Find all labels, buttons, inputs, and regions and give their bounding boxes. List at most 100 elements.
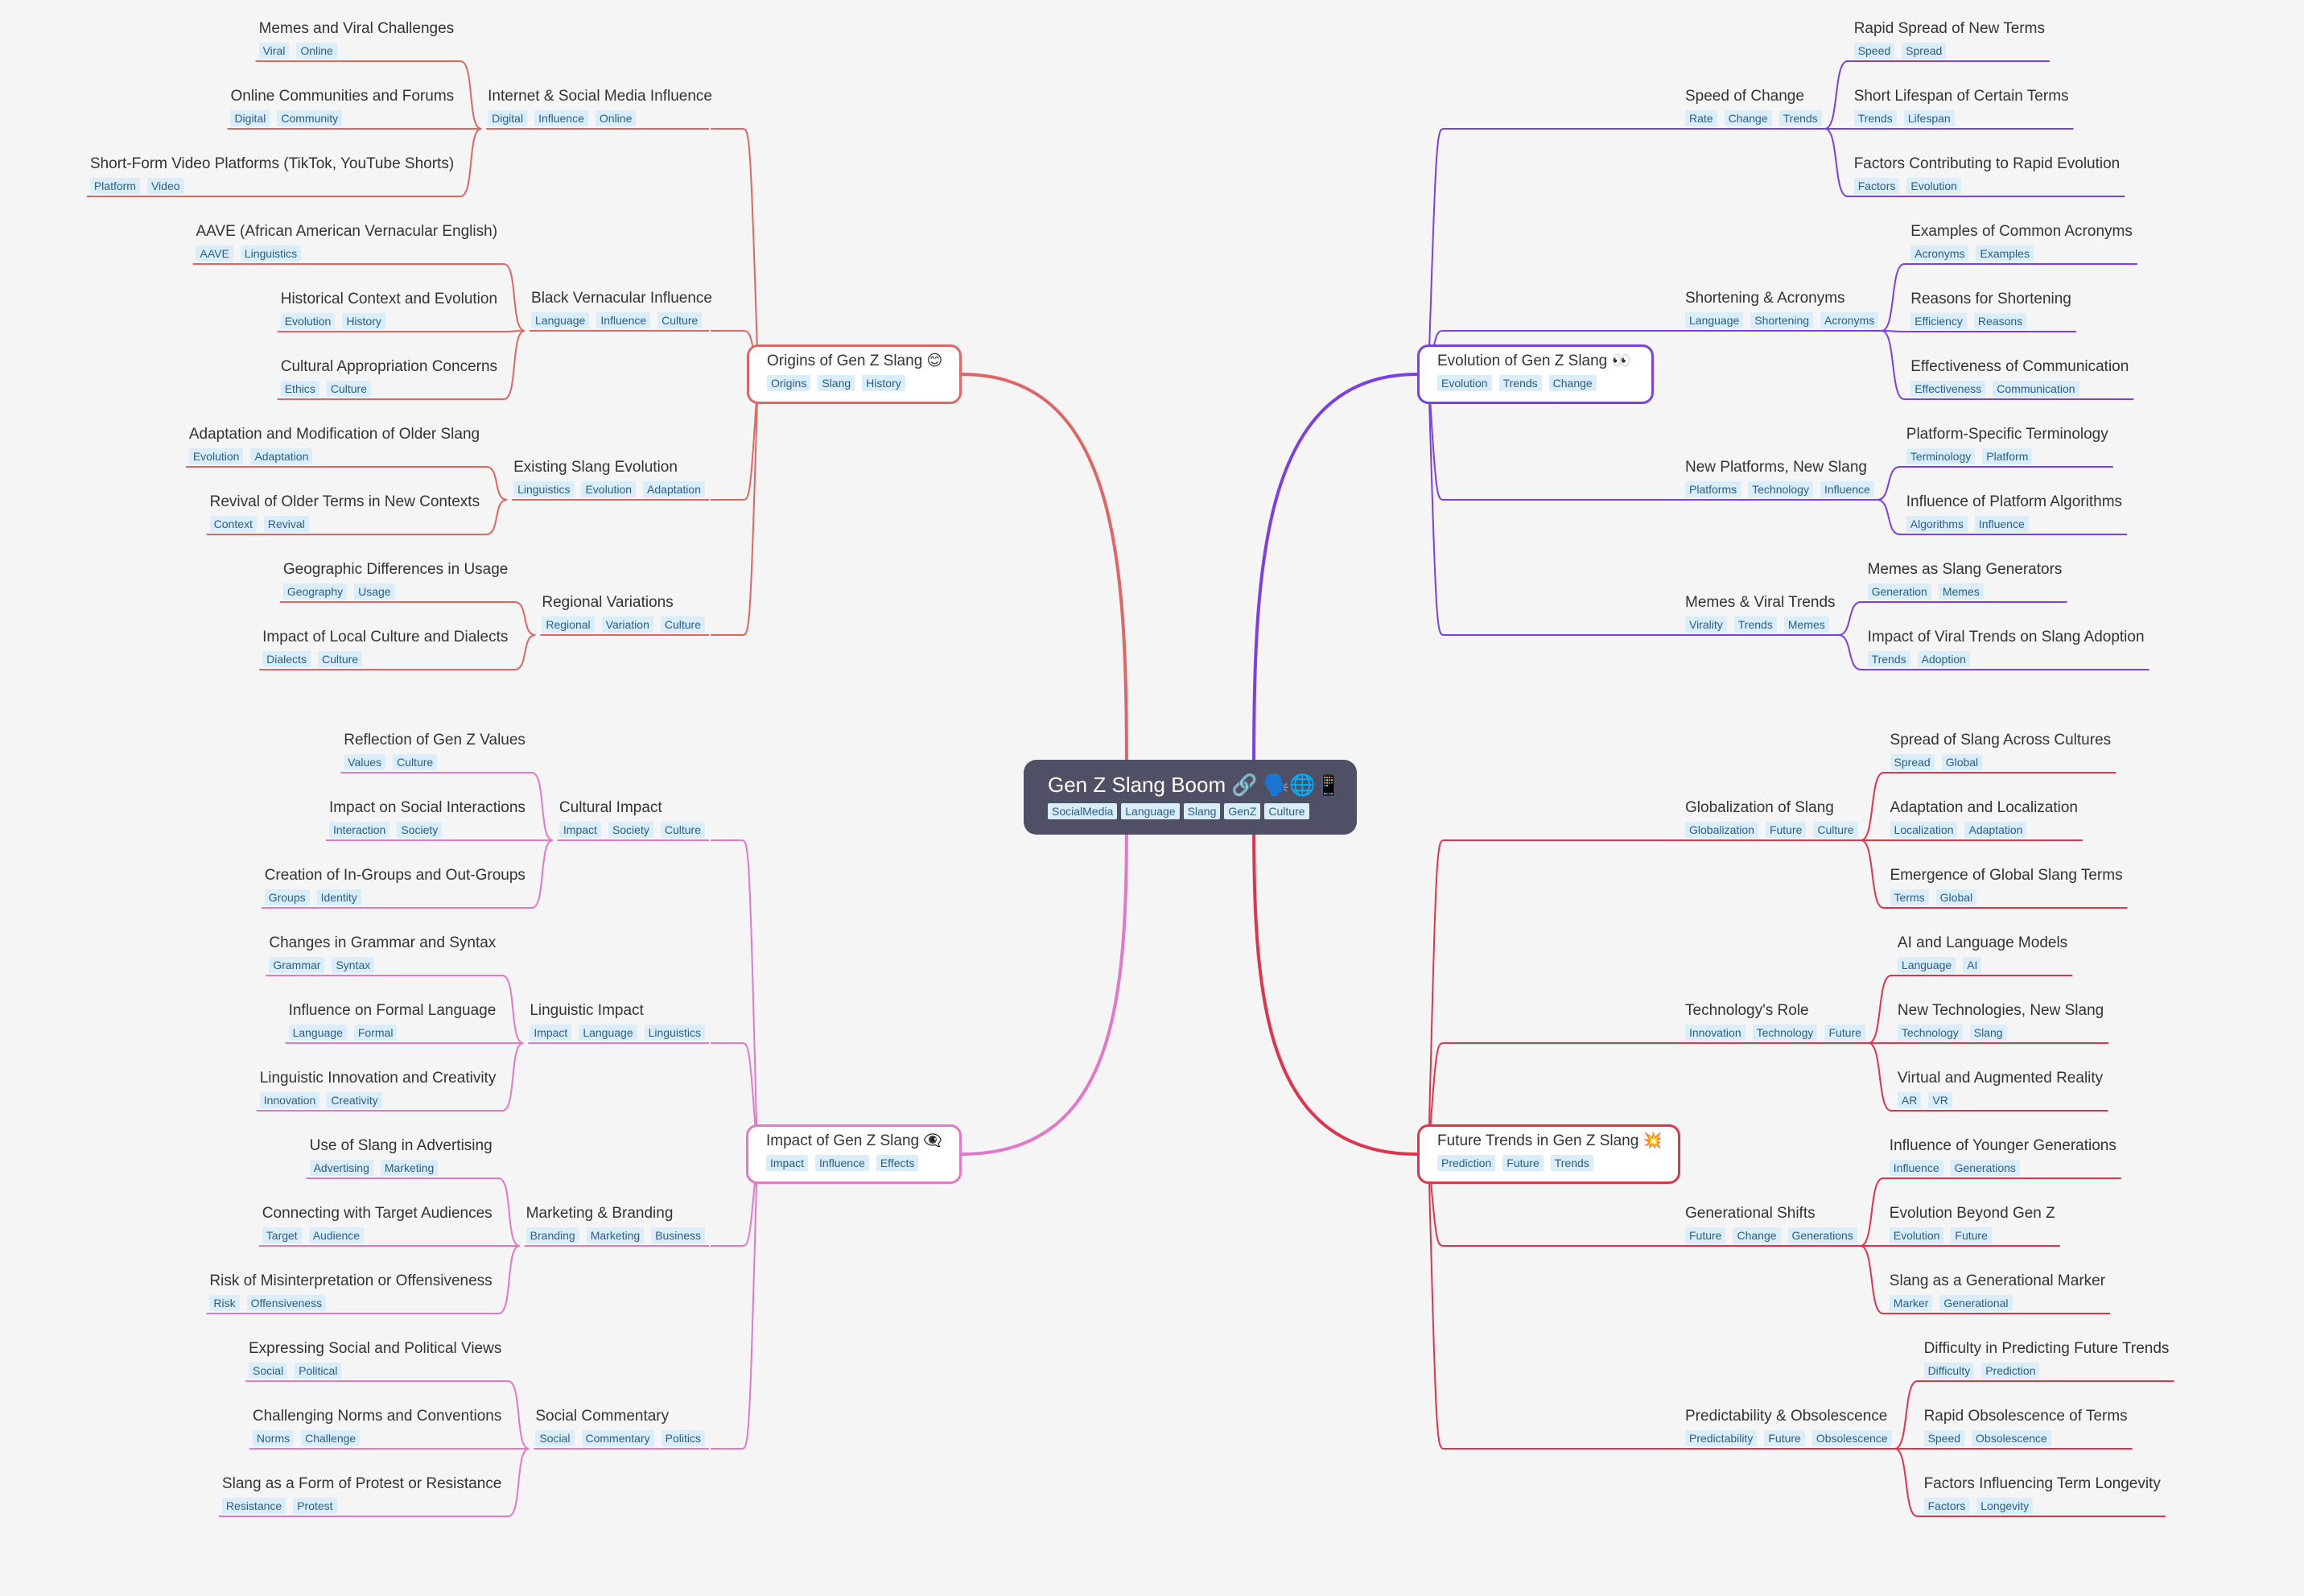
tag[interactable]: Technology: [1897, 1025, 1963, 1041]
tag[interactable]: Trends: [1867, 651, 1910, 667]
tag[interactable]: Evolution: [1906, 178, 1961, 194]
tag[interactable]: Adoption: [1917, 651, 1970, 667]
tag[interactable]: Global: [1935, 889, 1977, 905]
tag[interactable]: AAVE: [196, 245, 233, 262]
tag[interactable]: Language: [1685, 312, 1744, 328]
tag[interactable]: Language: [288, 1025, 347, 1041]
tag[interactable]: Marker: [1889, 1295, 1933, 1311]
tag[interactable]: Evolution: [581, 481, 637, 497]
tag[interactable]: Algorithms: [1906, 516, 1968, 532]
tag[interactable]: Culture: [1264, 803, 1309, 819]
tag[interactable]: Culture: [1813, 822, 1858, 838]
tag[interactable]: Difficulty: [1923, 1363, 1975, 1379]
tag[interactable]: Language: [579, 1025, 637, 1041]
tag[interactable]: Community: [277, 110, 343, 126]
leaf-node[interactable]: Slang as a Form of Protest or Resistance…: [221, 1474, 501, 1516]
tag[interactable]: Regional: [542, 617, 595, 633]
tag[interactable]: Grammar: [269, 957, 325, 973]
tag[interactable]: Branding: [526, 1227, 579, 1243]
tag[interactable]: Platforms: [1685, 481, 1741, 497]
tag[interactable]: Effectiveness: [1910, 381, 1986, 397]
tag[interactable]: Global: [1941, 754, 1983, 770]
tag[interactable]: Offensiveness: [246, 1295, 327, 1311]
tag[interactable]: Marketing: [380, 1160, 439, 1176]
tag[interactable]: Acronyms: [1820, 312, 1879, 328]
tag[interactable]: VR: [1928, 1092, 1952, 1108]
tag[interactable]: Change: [1724, 110, 1772, 126]
tag[interactable]: Obsolescence: [1811, 1430, 1892, 1446]
tag[interactable]: AI: [1963, 957, 1982, 973]
tag[interactable]: Platform: [1982, 448, 2033, 464]
tag[interactable]: Resistance: [221, 1498, 286, 1514]
tag[interactable]: Predictability: [1685, 1430, 1758, 1446]
tag[interactable]: Risk: [209, 1295, 240, 1311]
tag[interactable]: Memes: [1783, 617, 1829, 633]
tag[interactable]: Culture: [393, 754, 438, 770]
tag[interactable]: Impact: [558, 822, 601, 838]
tag[interactable]: Generation: [1867, 584, 1931, 600]
leaf-node[interactable]: Adaptation and Modification of Older Sla…: [188, 425, 480, 466]
tag[interactable]: Longevity: [1976, 1498, 2034, 1514]
tag[interactable]: Ethics: [280, 381, 319, 397]
tag[interactable]: Geography: [282, 584, 348, 600]
tag[interactable]: Usage: [354, 584, 395, 600]
tag[interactable]: Influence: [1889, 1160, 1943, 1176]
tag[interactable]: SocialMedia: [1048, 803, 1118, 819]
tag[interactable]: Society: [397, 822, 443, 838]
tag[interactable]: Obsolescence: [1972, 1430, 2051, 1446]
tag[interactable]: Politics: [661, 1430, 705, 1446]
tag[interactable]: Rate: [1685, 110, 1717, 126]
tag[interactable]: Influence: [1820, 481, 1874, 497]
tag[interactable]: Digital: [230, 110, 270, 126]
tag[interactable]: Spread: [1890, 754, 1935, 770]
tag[interactable]: Adaptation: [250, 448, 313, 464]
tag[interactable]: Prediction: [1437, 1155, 1496, 1171]
tag[interactable]: Future: [1502, 1155, 1544, 1171]
tag[interactable]: Generational: [1939, 1295, 2013, 1311]
tag[interactable]: Language: [1121, 803, 1180, 819]
tag[interactable]: Social: [248, 1363, 288, 1379]
tag[interactable]: Slang: [1183, 803, 1221, 819]
tag[interactable]: Slang: [1969, 1025, 2007, 1041]
tag[interactable]: Marketing: [586, 1227, 645, 1243]
leaf-node[interactable]: Risk of Misinterpretation or Offensivene…: [209, 1272, 493, 1313]
tag[interactable]: Technology: [1752, 1025, 1818, 1041]
tag[interactable]: Society: [608, 822, 653, 838]
tag[interactable]: Culture: [317, 651, 363, 667]
tag[interactable]: Communication: [1993, 381, 2079, 397]
tag[interactable]: Terminology: [1906, 448, 1976, 464]
branch-future[interactable]: Future Trends in Gen Z Slang 💥Prediction…: [1417, 1124, 1680, 1184]
tag[interactable]: Creativity: [327, 1092, 382, 1108]
tag[interactable]: Shortening: [1750, 312, 1814, 328]
tag[interactable]: Interaction: [328, 822, 390, 838]
tag[interactable]: Generations: [1950, 1160, 2020, 1176]
tag[interactable]: Revival: [263, 516, 309, 532]
tag[interactable]: Evolution: [188, 448, 244, 464]
tag[interactable]: Influence: [1974, 516, 2029, 532]
